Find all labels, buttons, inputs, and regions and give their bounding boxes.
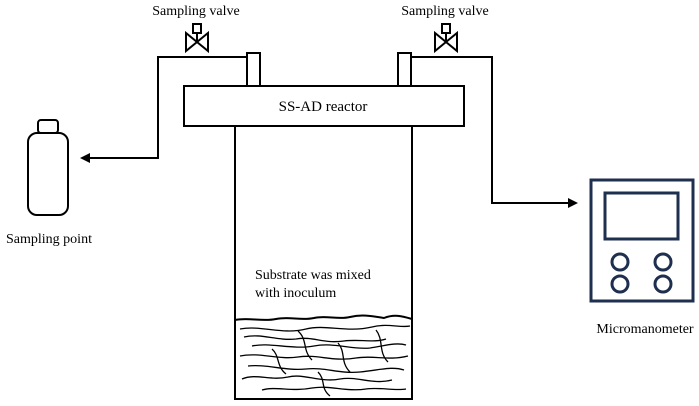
reactor-vessel — [234, 126, 413, 400]
micromanometer-icon[interactable] — [589, 178, 695, 303]
left-arrowhead — [80, 153, 90, 163]
left-outlet-port — [246, 52, 261, 87]
substrate-label-line1: Substrate was mixed — [255, 268, 371, 283]
left-gas-line — [88, 56, 247, 159]
substrate-surface — [234, 314, 413, 321]
substrate-label-line2: with inoculum — [255, 286, 336, 301]
micromanometer-label: Micromanometer — [596, 322, 694, 337]
sampling-bottle-icon[interactable] — [27, 119, 69, 216]
substrate-texture — [239, 324, 411, 397]
left-valve-label: Sampling valve — [152, 4, 240, 19]
right-sampling-valve-icon[interactable] — [434, 23, 458, 54]
reactor-lid — [183, 85, 465, 127]
right-outlet-port — [397, 52, 412, 87]
right-gas-line — [411, 56, 569, 204]
left-sampling-valve-icon[interactable] — [185, 23, 209, 54]
right-valve-label: Sampling valve — [401, 4, 489, 19]
right-arrowhead — [568, 198, 578, 208]
sampling-point-label: Sampling point — [6, 232, 92, 247]
reactor-label: SS-AD reactor — [279, 99, 368, 115]
